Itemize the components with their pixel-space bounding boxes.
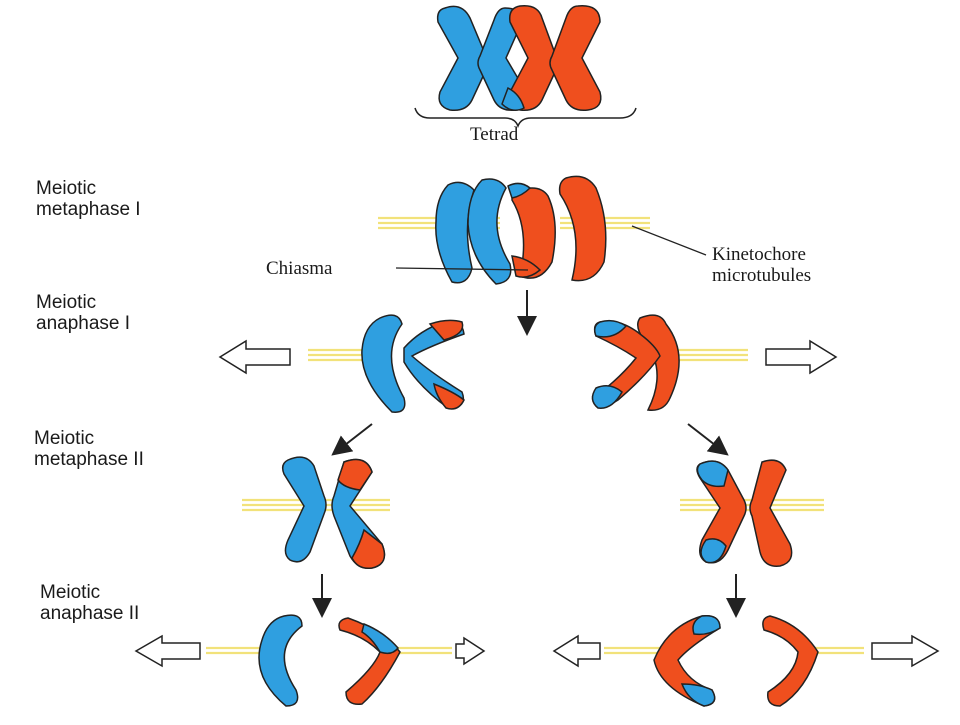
- meta1-blue-inner: [467, 178, 512, 285]
- arrow-ana1-to-meta2-right: [687, 423, 729, 456]
- metaphase1-microtubules: [378, 216, 650, 230]
- ana2-chromatid-4: [762, 615, 819, 707]
- metaphase1-chromosomes: [435, 175, 607, 285]
- tetrad-chromosomes: [436, 5, 602, 112]
- metaphase2-right-chromosome: [696, 459, 793, 567]
- anaphase2-microtubules: [206, 646, 864, 655]
- pole-arrow-left-ana1: [218, 339, 291, 375]
- anaphase2-chromatids: [258, 614, 819, 707]
- anaphase1-pole-arrows: [218, 339, 838, 375]
- metaphase2-left-chromosome: [281, 456, 386, 570]
- anaphase2-pole-arrows: [134, 634, 940, 668]
- meta1-blue-tip: [507, 182, 532, 199]
- meta1-red-outer: [558, 175, 607, 282]
- meta1-red-tip: [511, 255, 542, 278]
- kinetochore-microtubules-label: Kinetochore microtubules: [712, 244, 812, 286]
- anaphase1-right-chromosome: [591, 314, 680, 411]
- chiasma-label: Chiasma: [266, 258, 333, 279]
- anaphase1-left-chromosome: [361, 314, 465, 413]
- pole-arrow-right-ana2-a: [455, 636, 486, 666]
- meta1-red-inner: [511, 187, 556, 279]
- arrow-ana1-to-meta2-left: [331, 423, 373, 456]
- tetrad-label: Tetrad: [470, 124, 519, 145]
- meta1-blue-outer: [435, 181, 475, 284]
- tetrad-red-chromatid-a: [508, 5, 559, 112]
- pole-arrow-left-ana2-a: [134, 634, 201, 668]
- stage-label-anaphase-1: Meiotic anaphase I: [36, 292, 131, 334]
- pole-arrow-right-ana2-b: [871, 634, 940, 668]
- stage-label-metaphase-1: Meiotic metaphase I: [36, 178, 141, 220]
- tetrad-blue-chromatid-a: [436, 5, 489, 112]
- ana2-chromatid-1: [258, 614, 303, 707]
- metaphase1-leader-lines: [395, 225, 707, 271]
- tetrad-bracket: [414, 107, 637, 129]
- pole-arrow-left-ana2-b: [552, 634, 601, 668]
- tetrad-red-chromatid-b: [549, 5, 602, 112]
- tetrad-crossover-tip: [501, 86, 525, 111]
- stage-label-anaphase-2: Meiotic anaphase II: [40, 582, 140, 624]
- pole-arrow-right-ana1: [765, 339, 838, 375]
- stage-label-metaphase-2: Meiotic metaphase II: [34, 428, 144, 470]
